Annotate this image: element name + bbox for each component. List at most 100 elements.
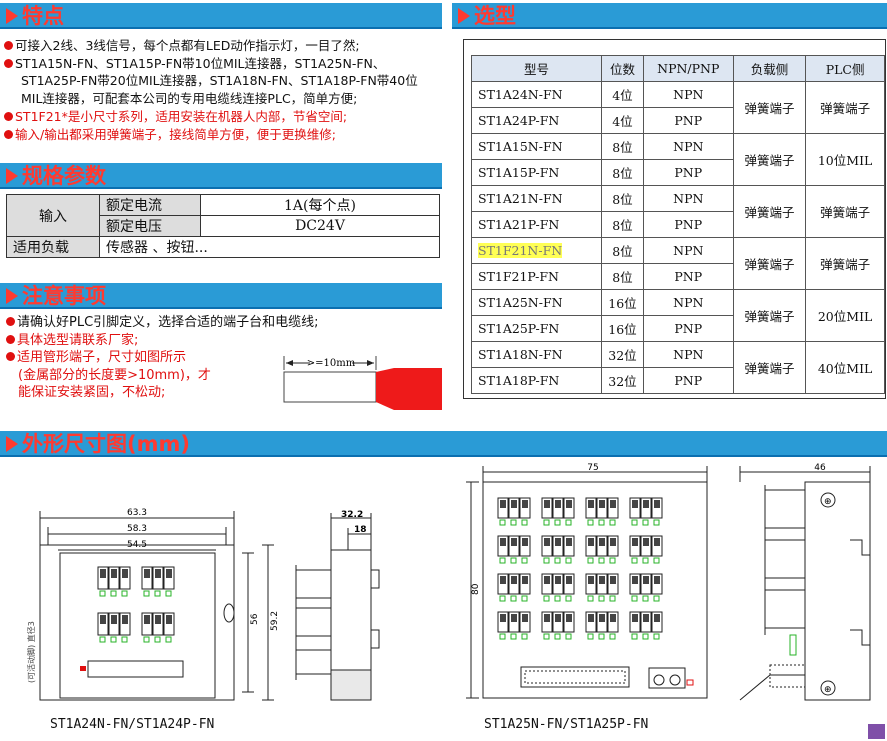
type-cell: NPN xyxy=(642,237,734,264)
spec-row: 输入 额定电流 1A(每个点) xyxy=(6,194,440,237)
screw-icon: ⊕ xyxy=(824,685,832,695)
left-caption: ST1A24N-FN/ST1A24P-FN xyxy=(50,717,215,732)
type-cell: PNP xyxy=(642,367,734,394)
model-cell: ST1A25P-FN xyxy=(470,315,603,342)
bullet-icon xyxy=(4,41,13,50)
type-cell: NPN xyxy=(642,289,734,316)
ferrule-diagram: >=10mm xyxy=(283,356,442,410)
note-text: 具体选型请联系厂家; xyxy=(17,332,139,348)
load-cell: 弹簧端子 xyxy=(732,341,807,394)
side-w1: 32.2 xyxy=(341,510,363,520)
rated-voltage-label: 额定电压 xyxy=(99,215,201,237)
side-view-small: 32.2 18 xyxy=(295,510,380,701)
load-value: 传感器 、按钮... xyxy=(99,236,440,258)
dim-w2: 58.3 xyxy=(127,524,147,534)
model-cell: ST1F21P-FN xyxy=(470,263,603,290)
note-item: 请确认好PLC引脚定义，选择合适的端子台和电缆线; xyxy=(6,314,319,332)
bits-cell: 32位 xyxy=(601,341,644,368)
column-header: NPN/PNP xyxy=(642,55,734,82)
dim-w1: 63.3 xyxy=(127,508,147,518)
side-view-large: 46 ⊕ ⊕ xyxy=(739,463,871,701)
feature-item: 输入/输出都采用弹簧端子，接线简单方便，便于更换维修; xyxy=(4,126,454,144)
dimensions-title: 外形尺寸图(mm) xyxy=(22,432,190,456)
triangle-icon xyxy=(6,436,18,452)
specs-title: 规格参数 xyxy=(22,164,106,188)
bits-cell: 8位 xyxy=(601,185,644,212)
dim-h2: 59.2 xyxy=(270,611,280,631)
bullet-icon xyxy=(4,129,13,139)
model-name: ST1A25P-FN xyxy=(478,321,560,336)
feature-text: 输入/输出都采用弹簧端子，接线简单方便，便于更换维修; xyxy=(15,126,336,142)
model-name: ST1A18P-FN xyxy=(478,373,560,388)
notes-title: 注意事项 xyxy=(22,284,106,308)
model-cell: ST1A24N-FN xyxy=(470,81,603,108)
model-name: ST1A15P-FN xyxy=(478,165,560,180)
input-label: 输入 xyxy=(6,194,100,237)
note-cont: (金属部分的长度要>10mm)，才 xyxy=(18,367,211,383)
triangle-icon xyxy=(6,168,18,184)
feature-text: ST1F21*是小尺寸系列，适用安装在机器人内部，节省空间; xyxy=(15,108,348,124)
model-cell: ST1A18P-FN xyxy=(470,367,603,394)
selection-header: 选型 xyxy=(452,3,887,29)
bits-cell: 16位 xyxy=(601,289,644,316)
type-cell: PNP xyxy=(642,159,734,186)
bullet-icon xyxy=(4,111,13,121)
model-name: ST1A25N-FN xyxy=(478,295,563,310)
front-view-small: 63.3 58.3 54.5 56 59.2 (可活动脚) 直径3 xyxy=(26,508,280,701)
spec-table: 输入 额定电流 1A(每个点) 额定电压 DC24V 适用负载 传感器 、按钮.… xyxy=(6,194,440,258)
model-cell: ST1A18N-FN xyxy=(470,341,603,368)
bits-cell: 8位 xyxy=(601,133,644,160)
feature-text: ST1A25P-FN带20位MIL连接器，ST1A18N-FN、ST1A18P-… xyxy=(21,73,418,89)
type-cell: NPN xyxy=(642,133,734,160)
features-header: 特点 xyxy=(0,3,442,29)
specs-header: 规格参数 xyxy=(0,163,442,189)
load-cell: 弹簧端子 xyxy=(732,133,807,186)
feature-text: 可接入2线、3线信号，每个点都有LED动作指示灯，一目了然; xyxy=(15,38,360,53)
column-header: PLC侧 xyxy=(805,55,885,82)
type-cell: PNP xyxy=(642,263,734,290)
corner-marker xyxy=(868,724,885,739)
feature-item: ST1A25P-FN带20位MIL连接器，ST1A18N-FN、ST1A18P-… xyxy=(4,72,454,90)
rated-current-value: 1A(每个点) xyxy=(200,194,440,216)
model-cell: ST1A21P-FN xyxy=(470,211,603,238)
model-name: ST1F21P-FN xyxy=(478,269,559,284)
feature-item: ST1A15N-FN、ST1A15P-FN带10位MIL连接器，ST1A25N-… xyxy=(4,55,454,73)
load-cell: 弹簧端子 xyxy=(732,81,807,134)
bits-cell: 8位 xyxy=(601,211,644,238)
model-cell: ST1A24P-FN xyxy=(470,107,603,134)
plc-cell: 弹簧端子 xyxy=(805,185,885,238)
notes-header: 注意事项 xyxy=(0,283,442,309)
dim-h1: 56 xyxy=(250,613,260,625)
model-name: ST1A18N-FN xyxy=(478,347,563,362)
model-name: ST1A15N-FN xyxy=(478,139,563,154)
features-list: 可接入2线、3线信号，每个点都有LED动作指示灯，一目了然; ST1A15N-FN… xyxy=(4,37,454,143)
model-name: ST1F21N-FN xyxy=(478,243,563,258)
note-cont: 能保证安装紧固，不松动; xyxy=(18,385,166,400)
note-text: 请确认好PLC引脚定义，选择合适的端子台和电缆线; xyxy=(17,315,319,330)
bits-cell: 32位 xyxy=(601,367,644,394)
dim-width: 75 xyxy=(587,463,598,473)
right-caption: ST1A25N-FN/ST1A25P-FN xyxy=(484,717,649,732)
dim-w3: 54.5 xyxy=(127,540,147,550)
model-cell: ST1A21N-FN xyxy=(470,185,603,212)
side-w2: 18 xyxy=(354,525,367,535)
note-item: 具体选型请联系厂家; xyxy=(6,332,319,350)
column-header: 位数 xyxy=(601,55,644,82)
rated-voltage-value: DC24V xyxy=(200,215,440,237)
selection-title: 选型 xyxy=(474,4,516,28)
column-header: 负载侧 xyxy=(732,55,807,82)
type-cell: NPN xyxy=(642,185,734,212)
triangle-icon xyxy=(6,288,18,304)
mount-foot-note: (可活动脚) 直径3 xyxy=(26,621,36,683)
dimensions-header: 外形尺寸图(mm) xyxy=(0,431,887,457)
